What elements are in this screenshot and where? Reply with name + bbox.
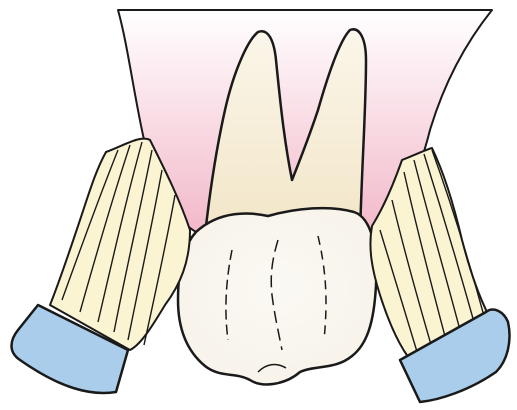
tooth-crown [178, 208, 376, 384]
